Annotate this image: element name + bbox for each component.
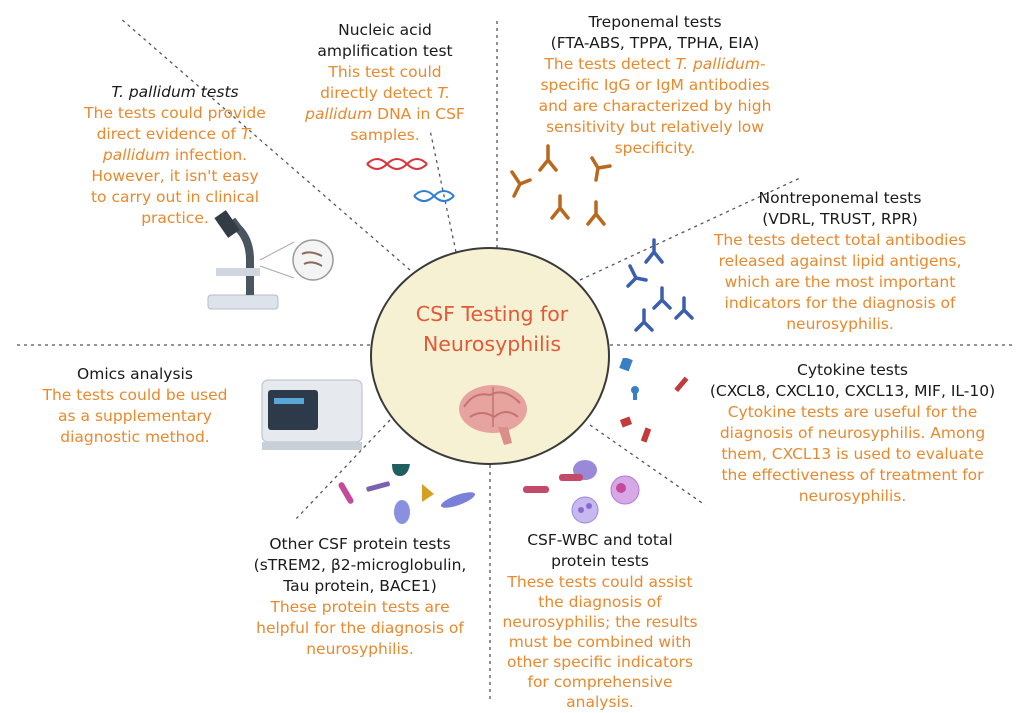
- naat-desc: This test could directly detect T. palli…: [305, 63, 465, 144]
- cytokine-title: Cytokine tests(CXCL8, CXCL10, CXCL13, MI…: [709, 361, 996, 400]
- sequencer-icon: [261, 379, 363, 450]
- other-protein-section: Other CSF protein tests (sTREM2, β2-micr…: [235, 534, 485, 660]
- nontreponemal-antibody-icon: [626, 238, 694, 332]
- omics-title: Omics analysis: [77, 365, 193, 383]
- cell-icon: [523, 460, 640, 524]
- nontreponemal-desc: The tests detect total antibodies releas…: [713, 231, 967, 333]
- cytokine-icon: [619, 358, 689, 443]
- dna-icon: [366, 158, 455, 202]
- treponemal-title: Treponemal tests(FTA-ABS, TPPA, TPHA, EI…: [550, 13, 760, 52]
- omics-desc: The tests could be used as a supplementa…: [42, 386, 228, 446]
- protein-icon: [338, 464, 476, 524]
- cytokine-desc: Cytokine tests are useful for the diagno…: [719, 403, 986, 505]
- nontreponemal-title: Nontreponemal tests(VDRL, TRUST, RPR): [758, 189, 922, 228]
- t-pallidum-title: T. pallidum tests: [111, 83, 239, 101]
- other-protein-title: Other CSF protein tests (sTREM2, β2-micr…: [253, 535, 467, 595]
- other-protein-desc: These protein tests are helpful for the …: [256, 598, 464, 658]
- t-pallidum-section: T. pallidum tests The tests could provid…: [60, 82, 290, 229]
- microscope-icon: [207, 210, 334, 310]
- cytokine-section: Cytokine tests(CXCL8, CXCL10, CXCL13, MI…: [690, 360, 1015, 507]
- csf-wbc-desc: These tests could assist the diagnosis o…: [502, 573, 698, 711]
- brain-icon: [459, 385, 527, 445]
- treponemal-desc: The tests detect T. pallidum- specific I…: [538, 55, 772, 157]
- t-pallidum-desc: The tests could provide direct evidence …: [84, 104, 266, 227]
- antibody-icon: [510, 144, 612, 226]
- treponemal-section: Treponemal tests(FTA-ABS, TPPA, TPHA, EI…: [505, 12, 805, 159]
- omics-section: Omics analysis The tests could be used a…: [30, 364, 240, 448]
- nontreponemal-section: Nontreponemal tests(VDRL, TRUST, RPR) Th…: [690, 188, 990, 335]
